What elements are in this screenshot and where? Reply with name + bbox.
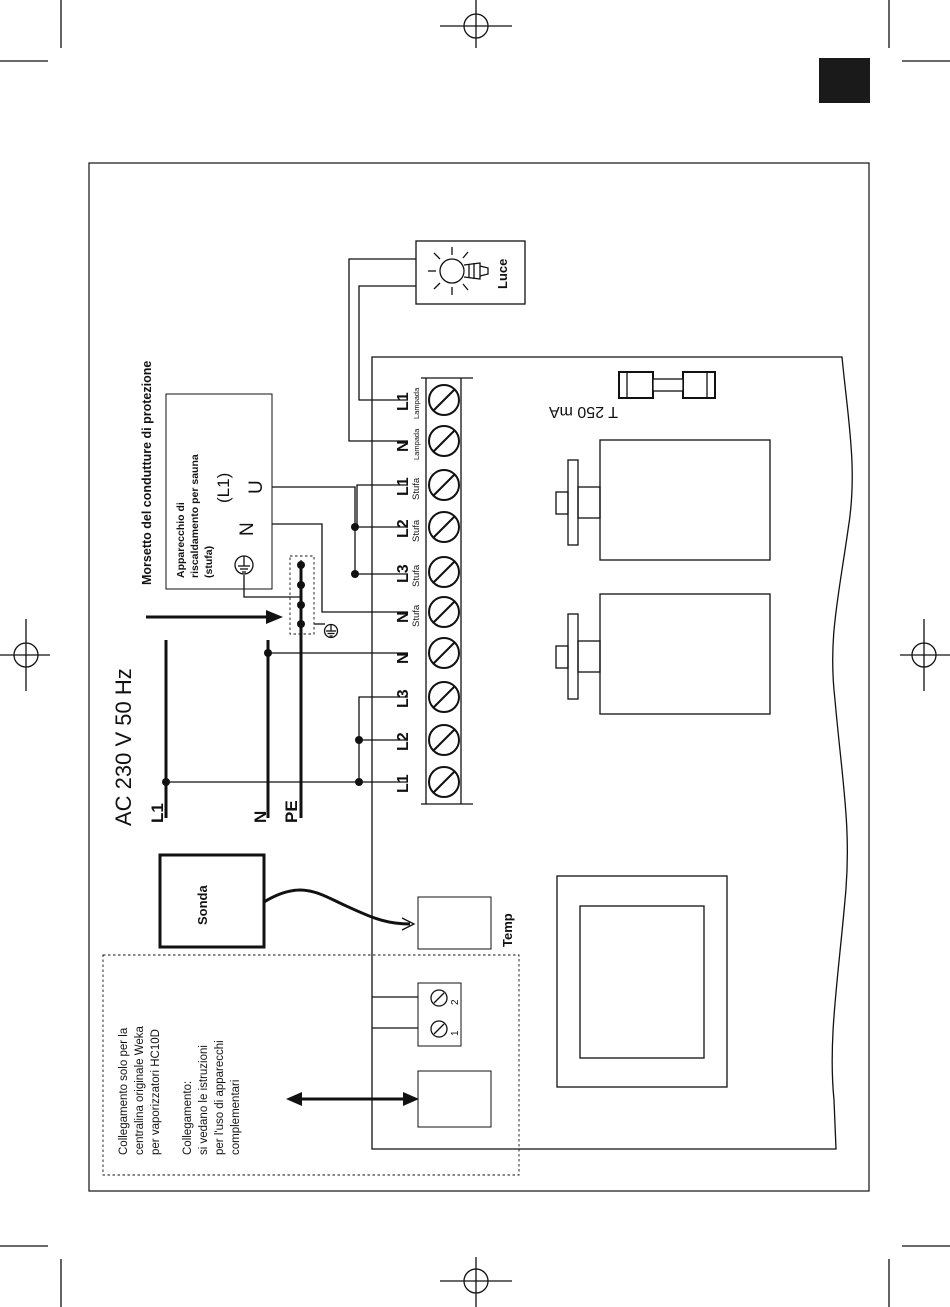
screw-icon bbox=[428, 511, 460, 543]
note-line-a2: centralina originale Weka bbox=[134, 1025, 146, 1155]
page-tab-marker bbox=[819, 58, 870, 103]
registration-target-icon bbox=[0, 619, 50, 691]
heater-title-line3: (stufa) bbox=[203, 546, 215, 578]
supply-n-label: N bbox=[251, 811, 270, 823]
pe-terminal bbox=[243, 555, 325, 635]
heater-box bbox=[165, 393, 273, 590]
terminal-sublabel: Lampada bbox=[412, 387, 421, 419]
fuse-label: T 250 mA bbox=[549, 403, 618, 420]
heater-title-line2: riscaldamento per sauna bbox=[189, 454, 201, 578]
note-line-a3: per vaporizzatori HC10D bbox=[150, 1029, 162, 1155]
terminal-label: L2 bbox=[395, 519, 412, 538]
terminal-sublabel: Stufa bbox=[411, 604, 422, 627]
terminal: L3 bbox=[395, 681, 460, 713]
lamp-label: Luce bbox=[495, 259, 510, 289]
heater-n-label: N bbox=[237, 522, 258, 536]
terminal-label: L1 bbox=[395, 392, 412, 411]
vaporizer-note-region bbox=[102, 954, 520, 1176]
terminal-label: L1 bbox=[395, 477, 412, 496]
terminal-label: N bbox=[395, 652, 412, 664]
note-line-a1: Collegamento solo per la bbox=[118, 1027, 130, 1155]
supply-wiring bbox=[162, 649, 408, 786]
screw-icon bbox=[430, 1020, 448, 1038]
protection-terminal-label: Morsetto del condutture di protezione bbox=[140, 361, 154, 585]
terminal-sublabel: Stufa bbox=[411, 519, 422, 542]
note-line-b2: si vedano le istruzioni bbox=[198, 1045, 210, 1155]
screw-icon bbox=[428, 556, 460, 588]
registration-target-icon bbox=[440, 1257, 512, 1307]
terminal-label: N bbox=[395, 440, 412, 452]
sensor-cable bbox=[263, 888, 411, 926]
relay-2 bbox=[555, 593, 771, 715]
registration-target-icon bbox=[900, 619, 950, 691]
note-line-b3: per l'uso di apparecchi bbox=[214, 1040, 226, 1155]
small-terminal-label-2: 2 bbox=[450, 999, 461, 1005]
note-line-b4: complementari bbox=[230, 1080, 242, 1155]
screw-icon bbox=[428, 425, 460, 457]
terminal: L2 bbox=[395, 724, 460, 756]
note-line-b1: Collegamento: bbox=[182, 1081, 194, 1155]
terminal-label: N bbox=[395, 611, 412, 623]
double-arrow-icon bbox=[286, 1092, 419, 1106]
screw-icon bbox=[428, 469, 460, 501]
arrow-head-icon bbox=[401, 917, 416, 931]
ground-symbol-icon bbox=[234, 555, 254, 575]
screw-icon bbox=[428, 766, 460, 798]
relay-1 bbox=[555, 439, 771, 561]
lamp-box bbox=[415, 240, 526, 305]
screw-icon bbox=[428, 384, 460, 416]
heater-l1-label: (L1) bbox=[214, 473, 233, 503]
supply-l1-label: L1 bbox=[148, 803, 167, 823]
supply-pe-label: PE bbox=[282, 800, 301, 823]
screw-icon bbox=[428, 637, 460, 669]
lamp-wiring bbox=[348, 258, 416, 442]
sensor-label: Sonda bbox=[195, 885, 210, 925]
terminal: N bbox=[395, 637, 460, 669]
temp-box bbox=[417, 896, 492, 950]
registration-target-icon bbox=[440, 0, 512, 48]
terminal-sublabel: Stufa bbox=[411, 564, 422, 587]
small-terminal-block: 2 1 bbox=[372, 982, 462, 1047]
terminal-label: L2 bbox=[395, 732, 412, 751]
ground-symbol-icon bbox=[323, 623, 339, 639]
terminal-label: L1 bbox=[395, 774, 412, 793]
terminal: L1 bbox=[395, 766, 460, 798]
vaporizer-connector-box bbox=[417, 1070, 492, 1128]
arrow-right-icon bbox=[146, 610, 283, 624]
screw-icon bbox=[430, 989, 448, 1007]
screw-icon bbox=[428, 724, 460, 756]
supply-title: AC 230 V 50 Hz bbox=[111, 668, 136, 826]
heater-u-label: U bbox=[246, 480, 267, 494]
diagram-frame bbox=[88, 162, 870, 1192]
display-panel bbox=[556, 875, 728, 1088]
sensor-box bbox=[158, 853, 266, 949]
screw-icon bbox=[428, 596, 460, 628]
terminal-label: L3 bbox=[395, 689, 412, 708]
screw-icon bbox=[428, 681, 460, 713]
heater-wiring bbox=[272, 484, 408, 613]
control-unit-outline bbox=[371, 356, 853, 1150]
terminal-sublabel: Lampada bbox=[412, 428, 421, 460]
fuse-icon bbox=[618, 371, 716, 399]
small-terminal-label-1: 1 bbox=[450, 1030, 461, 1036]
terminal-sublabel: Stufa bbox=[411, 477, 422, 500]
lightbulb-icon bbox=[428, 247, 489, 295]
temp-label: Temp bbox=[500, 913, 515, 947]
heater-title-line1: Apparecchio di bbox=[175, 502, 187, 578]
